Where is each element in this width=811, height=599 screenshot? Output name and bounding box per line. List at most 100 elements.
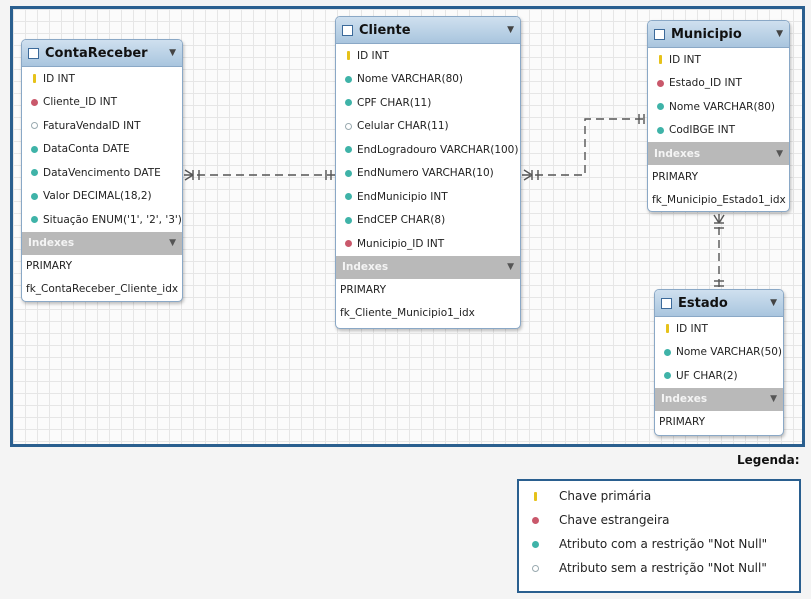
not-null-icon <box>654 103 666 111</box>
column-row[interactable]: EndMunicipio INT <box>336 185 520 209</box>
table-header[interactable]: Municipio ▼ <box>648 21 789 48</box>
column-list: ID INT Nome VARCHAR(80) CPF CHAR(11) Celula… <box>336 44 520 256</box>
column-label: CodIBGE INT <box>669 124 736 137</box>
nullable-icon <box>28 122 40 130</box>
not-null-icon <box>342 169 354 177</box>
column-label: ID INT <box>43 72 75 85</box>
column-row[interactable]: CPF CHAR(11) <box>336 91 520 115</box>
column-row[interactable]: Estado_ID INT <box>648 72 789 96</box>
index-list: PRIMARY <box>655 411 783 434</box>
column-label: Cliente_ID INT <box>43 96 117 109</box>
column-label: ID INT <box>357 49 389 62</box>
table-header[interactable]: Estado ▼ <box>655 290 783 317</box>
primary-key-icon <box>661 324 673 334</box>
column-label: UF CHAR(2) <box>676 369 738 382</box>
foreign-key-icon <box>28 98 40 106</box>
chevron-down-icon[interactable]: ▼ <box>169 238 176 248</box>
table-icon <box>654 28 665 40</box>
column-row[interactable]: Celular CHAR(11) <box>336 115 520 139</box>
not-null-icon <box>28 192 40 200</box>
index-row[interactable]: PRIMARY <box>652 170 699 183</box>
not-null-icon <box>661 348 673 356</box>
indexes-header[interactable]: Indexes ▼ <box>655 387 783 411</box>
not-null-icon <box>342 193 354 201</box>
indexes-header[interactable]: Indexes ▼ <box>336 255 520 279</box>
column-label: ID INT <box>676 322 708 335</box>
column-list: ID INT Estado_ID INT Nome VARCHAR(80) CodIB… <box>648 48 789 142</box>
column-row[interactable]: ID INT <box>336 44 520 68</box>
index-row[interactable]: PRIMARY <box>340 284 387 296</box>
table-name: Cliente <box>359 22 411 38</box>
column-row[interactable]: ID INT <box>655 317 783 341</box>
column-row[interactable]: Nome VARCHAR(80) <box>336 68 520 92</box>
chevron-down-icon[interactable]: ▼ <box>507 25 514 35</box>
column-row[interactable]: EndCEP CHAR(8) <box>336 209 520 233</box>
table-name: Estado <box>678 295 728 311</box>
index-row[interactable]: fk_Cliente_Municipio1_idx <box>340 307 475 319</box>
chevron-down-icon[interactable]: ▼ <box>770 298 777 308</box>
chevron-down-icon[interactable]: ▼ <box>776 148 783 159</box>
indexes-header[interactable]: Indexes ▼ <box>22 231 182 255</box>
column-row[interactable]: FaturaVendaID INT <box>22 114 182 138</box>
indexes-header[interactable]: Indexes ▼ <box>648 142 789 165</box>
column-row[interactable]: UF CHAR(2) <box>655 364 783 388</box>
table-name: Municipio <box>671 26 742 42</box>
chevron-down-icon[interactable]: ▼ <box>507 262 514 272</box>
column-label: Nome VARCHAR(80) <box>669 100 776 113</box>
primary-key-icon <box>342 51 354 61</box>
index-row[interactable]: PRIMARY <box>659 416 706 428</box>
column-row[interactable]: Cliente_ID INT <box>22 91 182 115</box>
chevron-down-icon[interactable]: ▼ <box>776 29 783 39</box>
column-row[interactable]: EndLogradouro VARCHAR(100) <box>336 138 520 162</box>
table-name: ContaReceber <box>45 45 148 61</box>
column-label: Situação ENUM('1', '2', '3') <box>43 213 182 226</box>
column-row[interactable]: Situação ENUM('1', '2', '3') <box>22 208 182 232</box>
column-label: EndLogradouro VARCHAR(100) <box>357 143 519 156</box>
table-header[interactable]: ContaReceber ▼ <box>22 40 182 67</box>
column-row[interactable]: EndNumero VARCHAR(10) <box>336 162 520 186</box>
column-row[interactable]: Nome VARCHAR(50) <box>655 341 783 365</box>
index-list: PRIMARY fk_Cliente_Municipio1_idx <box>336 279 520 325</box>
index-row[interactable]: fk_ContaReceber_Cliente_idx <box>26 283 179 295</box>
column-label: Estado_ID INT <box>669 77 742 90</box>
legend-title: Legenda: <box>737 453 800 467</box>
nullable-icon <box>342 122 354 130</box>
index-list: PRIMARY fk_ContaReceber_Cliente_idx <box>22 255 182 301</box>
legend-item: Chave primária <box>519 484 799 508</box>
legend-label: Chave primária <box>559 489 652 503</box>
column-row[interactable]: DataConta DATE <box>22 138 182 162</box>
indexes-label: Indexes <box>28 237 75 249</box>
column-row[interactable]: ID INT <box>22 67 182 91</box>
column-row[interactable]: CodIBGE INT <box>648 119 789 143</box>
table-estado[interactable]: Estado ▼ ID INT Nome VARCHAR(50) UF CHAR(2… <box>654 289 784 436</box>
column-row[interactable]: Municipio_ID INT <box>336 232 520 256</box>
column-row[interactable]: DataVencimento DATE <box>22 161 182 185</box>
column-list: ID INT Nome VARCHAR(50) UF CHAR(2) <box>655 317 783 388</box>
relationship-lines <box>184 114 725 292</box>
column-label: Celular CHAR(11) <box>357 120 449 133</box>
table-icon <box>661 297 672 309</box>
table-municipio[interactable]: Municipio ▼ ID INT Estado_ID INT Nome VARC… <box>647 20 790 212</box>
column-row[interactable]: Valor DECIMAL(18,2) <box>22 185 182 209</box>
primary-key-icon <box>654 55 666 65</box>
table-header[interactable]: Cliente ▼ <box>336 17 520 44</box>
column-label: CPF CHAR(11) <box>357 96 432 109</box>
chevron-down-icon[interactable]: ▼ <box>169 48 176 58</box>
index-row[interactable]: PRIMARY <box>26 260 73 272</box>
table-contareceber[interactable]: ContaReceber ▼ ID INT Cliente_ID INT Fatur… <box>21 39 183 302</box>
not-null-icon <box>28 169 40 177</box>
table-cliente[interactable]: Cliente ▼ ID INT Nome VARCHAR(80) CPF CHAR… <box>335 16 521 329</box>
column-row[interactable]: ID INT <box>648 48 789 72</box>
chevron-down-icon[interactable]: ▼ <box>770 394 777 404</box>
index-row[interactable]: fk_Municipio_Estado1_idx <box>652 193 786 206</box>
foreign-key-icon <box>654 79 666 87</box>
column-label: Nome VARCHAR(50) <box>676 346 783 359</box>
not-null-icon <box>28 216 40 224</box>
column-label: DataVencimento DATE <box>43 166 161 179</box>
table-icon <box>342 24 353 36</box>
nullable-icon <box>529 564 541 572</box>
legend-label: Chave estrangeira <box>559 513 670 527</box>
foreign-key-icon <box>342 240 354 248</box>
column-row[interactable]: Nome VARCHAR(80) <box>648 95 789 119</box>
